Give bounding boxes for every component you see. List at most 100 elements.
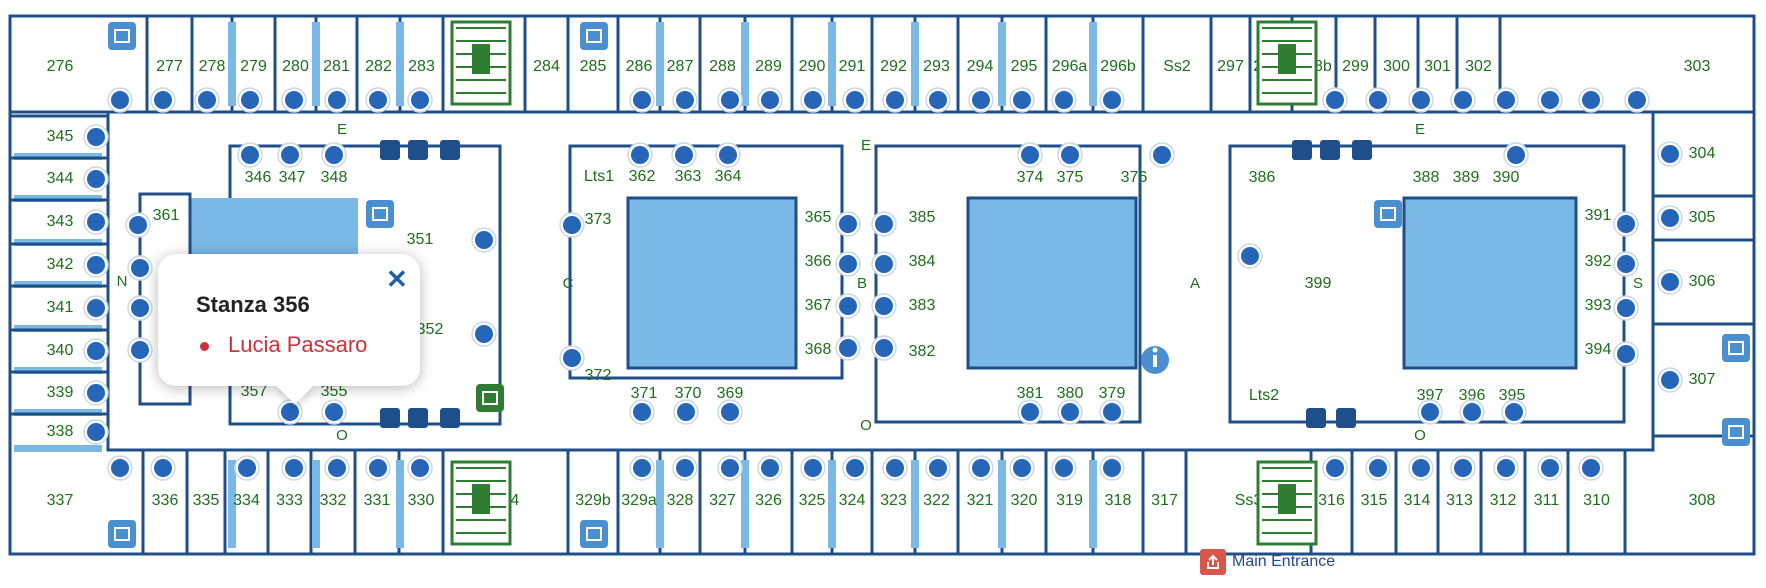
room-marker[interactable] [1408, 87, 1434, 113]
room-marker[interactable] [1057, 142, 1083, 168]
room-marker[interactable] [1613, 211, 1639, 237]
room-marker[interactable] [1459, 399, 1485, 425]
room-marker[interactable] [83, 252, 109, 278]
room-marker[interactable] [281, 455, 307, 481]
room-marker[interactable] [321, 399, 347, 425]
room-marker[interactable] [871, 335, 897, 361]
room-marker[interactable] [407, 455, 433, 481]
room-marker[interactable] [871, 251, 897, 277]
room-marker[interactable] [1613, 341, 1639, 367]
room-marker[interactable] [717, 399, 743, 425]
room-marker[interactable] [107, 87, 133, 113]
room-marker[interactable] [717, 455, 743, 481]
room-marker[interactable] [715, 142, 741, 168]
room-marker[interactable] [83, 209, 109, 235]
room-marker[interactable] [1493, 455, 1519, 481]
room-marker[interactable] [281, 87, 307, 113]
room-marker[interactable] [127, 255, 153, 281]
room-marker[interactable] [237, 87, 263, 113]
room-marker[interactable] [1017, 142, 1043, 168]
room-marker[interactable] [324, 87, 350, 113]
room-marker[interactable] [925, 87, 951, 113]
room-marker[interactable] [1322, 87, 1348, 113]
room-marker[interactable] [871, 293, 897, 319]
room-marker[interactable] [125, 212, 151, 238]
room-marker[interactable] [882, 455, 908, 481]
main-entrance[interactable]: Main Entrance [1200, 548, 1335, 576]
room-marker[interactable] [757, 87, 783, 113]
room-marker[interactable] [671, 142, 697, 168]
room-marker[interactable] [835, 211, 861, 237]
room-markers[interactable] [83, 87, 1683, 481]
room-marker[interactable] [757, 455, 783, 481]
room-marker[interactable] [471, 321, 497, 347]
close-icon[interactable]: ✕ [386, 264, 408, 294]
room-marker[interactable] [1057, 399, 1083, 425]
room-marker[interactable] [1537, 455, 1563, 481]
room-marker[interactable] [871, 211, 897, 237]
room-marker[interactable] [1365, 455, 1391, 481]
room-marker[interactable] [365, 455, 391, 481]
room-marker[interactable] [1578, 455, 1604, 481]
room-marker[interactable] [127, 337, 153, 363]
room-marker[interactable] [194, 87, 220, 113]
room-marker[interactable] [835, 251, 861, 277]
room-marker[interactable] [107, 455, 133, 481]
room-marker[interactable] [1450, 87, 1476, 113]
room-marker[interactable] [835, 293, 861, 319]
room-marker[interactable] [1578, 87, 1604, 113]
room-marker[interactable] [365, 87, 391, 113]
room-marker[interactable] [277, 399, 303, 425]
room-marker[interactable] [1537, 87, 1563, 113]
room-marker[interactable] [800, 87, 826, 113]
room-marker[interactable] [1099, 455, 1125, 481]
room-marker[interactable] [1613, 251, 1639, 277]
popup-person[interactable]: Lucia Passaro [228, 332, 368, 357]
room-marker[interactable] [234, 455, 260, 481]
room-marker[interactable] [1149, 142, 1175, 168]
room-marker[interactable] [800, 455, 826, 481]
room-marker[interactable] [835, 335, 861, 361]
room-marker[interactable] [1051, 87, 1077, 113]
room-marker[interactable] [150, 87, 176, 113]
room-marker[interactable] [1099, 87, 1125, 113]
room-marker[interactable] [717, 87, 743, 113]
room-marker[interactable] [471, 227, 497, 253]
room-marker[interactable] [1237, 243, 1263, 269]
room-marker[interactable] [1408, 455, 1434, 481]
room-marker[interactable] [627, 142, 653, 168]
room-marker[interactable] [842, 87, 868, 113]
room-marker[interactable] [1493, 87, 1519, 113]
room-marker[interactable] [324, 455, 350, 481]
room-marker[interactable] [1501, 399, 1527, 425]
room-marker[interactable] [1657, 141, 1683, 167]
room-marker[interactable] [127, 295, 153, 321]
room-marker[interactable] [629, 399, 655, 425]
room-marker[interactable] [1657, 205, 1683, 231]
room-marker[interactable] [1503, 142, 1529, 168]
room-marker[interactable] [559, 345, 585, 371]
room-marker[interactable] [321, 142, 347, 168]
room-marker[interactable] [882, 87, 908, 113]
room-marker[interactable] [150, 455, 176, 481]
room-marker[interactable] [83, 295, 109, 321]
room-marker[interactable] [672, 87, 698, 113]
room-marker[interactable] [1365, 87, 1391, 113]
room-marker[interactable] [1450, 455, 1476, 481]
room-marker[interactable] [83, 419, 109, 445]
room-marker[interactable] [559, 212, 585, 238]
room-marker[interactable] [672, 455, 698, 481]
room-marker[interactable] [83, 338, 109, 364]
room-marker[interactable] [83, 124, 109, 150]
room-marker[interactable] [673, 399, 699, 425]
room-marker[interactable] [1009, 455, 1035, 481]
room-marker[interactable] [925, 455, 951, 481]
room-marker[interactable] [968, 455, 994, 481]
room-marker[interactable] [968, 87, 994, 113]
room-marker[interactable] [1017, 399, 1043, 425]
room-marker[interactable] [1009, 87, 1035, 113]
room-marker[interactable] [842, 455, 868, 481]
room-marker[interactable] [1099, 399, 1125, 425]
room-marker[interactable] [83, 166, 109, 192]
